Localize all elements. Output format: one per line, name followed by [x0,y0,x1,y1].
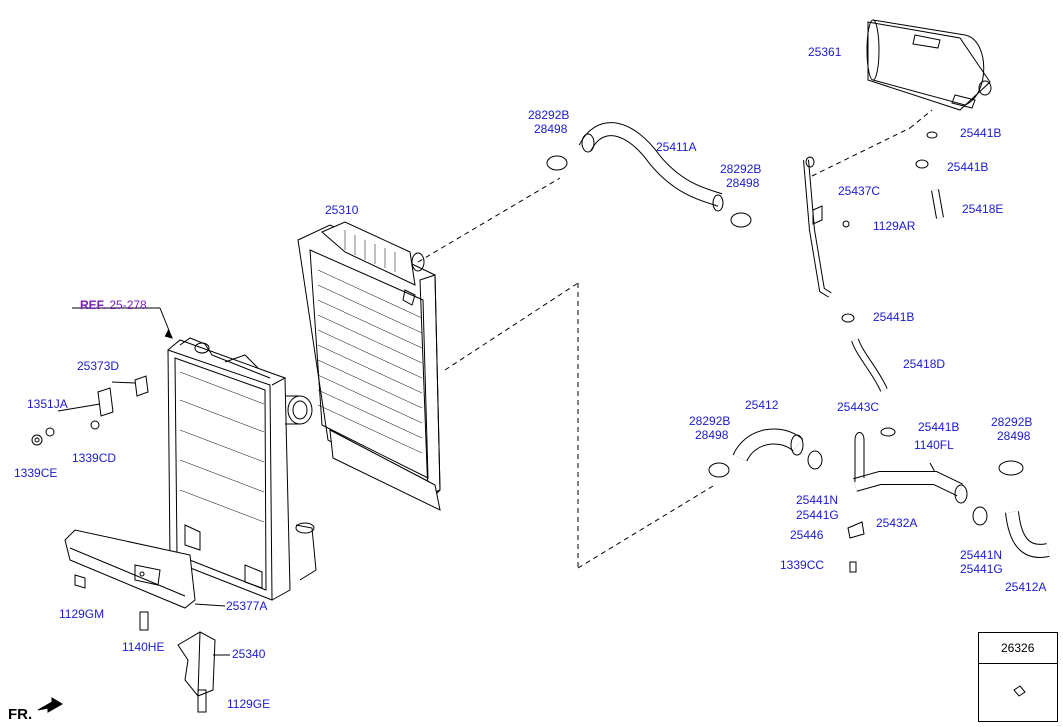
callout-25377a[interactable]: 25377A [226,599,268,613]
callout-25441b-2[interactable]: 25441B [947,160,989,174]
callout-25437c[interactable]: 25437C [838,184,881,198]
callout-28292b-top2[interactable]: 28292B [720,162,762,176]
callout-25418e[interactable]: 25418E [962,202,1004,216]
inset-part-box[interactable]: 26326 [978,632,1058,722]
callout-25443c[interactable]: 25443C [837,400,880,414]
callout-1339cd[interactable]: 1339CD [72,451,117,465]
hose-25412-drawing [708,428,823,478]
callout-1140he[interactable]: 1140HE [122,640,165,654]
callout-25441b-3[interactable]: 25441B [873,310,915,324]
callout-25412a[interactable]: 25412A [1005,580,1047,594]
callout-28498-top2[interactable]: 28498 [726,176,760,190]
callout-25310[interactable]: 25310 [325,203,359,217]
ref-prefix: REF. [80,298,107,312]
callout-1129gm[interactable]: 1129GM [59,607,105,621]
callout-28498-top[interactable]: 28498 [534,122,568,136]
pipe-25432a-drawing [847,427,988,573]
callout-25441g-2[interactable]: 25441G [960,562,1003,576]
pipe-25437c-drawing [803,131,944,392]
hose-25411a-drawing [546,122,752,228]
inset-clip-icon [1013,685,1026,697]
callout-25432a[interactable]: 25432A [876,516,918,530]
callout-1339cc[interactable]: 1339CC [780,558,825,572]
callout-1351ja[interactable]: 1351JA [27,397,68,411]
callout-25441g-1[interactable]: 25441G [796,508,839,522]
callout-28498-mid[interactable]: 28498 [695,428,729,442]
callout-1129ge[interactable]: 1129GE [227,697,271,711]
callout-25340[interactable]: 25340 [232,647,266,661]
callout-25418d[interactable]: 25418D [903,357,946,371]
ref-label[interactable]: REF. 25-278 [80,298,147,312]
ref-number: 25-278 [109,298,147,312]
callout-28292b-mid[interactable]: 28292B [689,414,731,428]
callout-25441b-1[interactable]: 25441B [960,126,1002,140]
callout-1339ce[interactable]: 1339CE [14,466,58,480]
hose-25412a-drawing [998,460,1050,558]
callout-28498-right[interactable]: 28498 [997,429,1031,443]
callout-25441n-1[interactable]: 25441N [796,493,839,507]
lower-bracket-drawing [64,529,226,609]
inset-part-number: 26326 [1001,641,1035,655]
front-direction-arrow [37,697,63,713]
callout-25361[interactable]: 25361 [808,45,842,59]
callout-25411a[interactable]: 25411A [656,140,697,154]
callout-25373d[interactable]: 25373D [77,359,120,373]
bracket-25340-drawing [139,611,230,713]
callout-25441n-2[interactable]: 25441N [960,548,1003,562]
dashed-connector-lines [417,109,933,569]
callout-1129ar[interactable]: 1129AR [873,219,916,233]
radiator-drawing [297,221,441,511]
reservoir-drawing [866,19,992,111]
inset-part-header: 26326 [979,633,1057,664]
callout-25441b-4[interactable]: 25441B [918,420,960,434]
intercooler-drawing [167,337,317,601]
callout-1140fl[interactable]: 1140FL [914,438,954,452]
callout-28292b-top[interactable]: 28292B [528,108,570,122]
callout-25446[interactable]: 25446 [790,528,824,542]
front-direction-label: FR. [8,706,33,723]
left-fasteners [31,307,173,446]
callout-28292b-right[interactable]: 28292B [991,415,1033,429]
callout-25412[interactable]: 25412 [745,398,779,412]
